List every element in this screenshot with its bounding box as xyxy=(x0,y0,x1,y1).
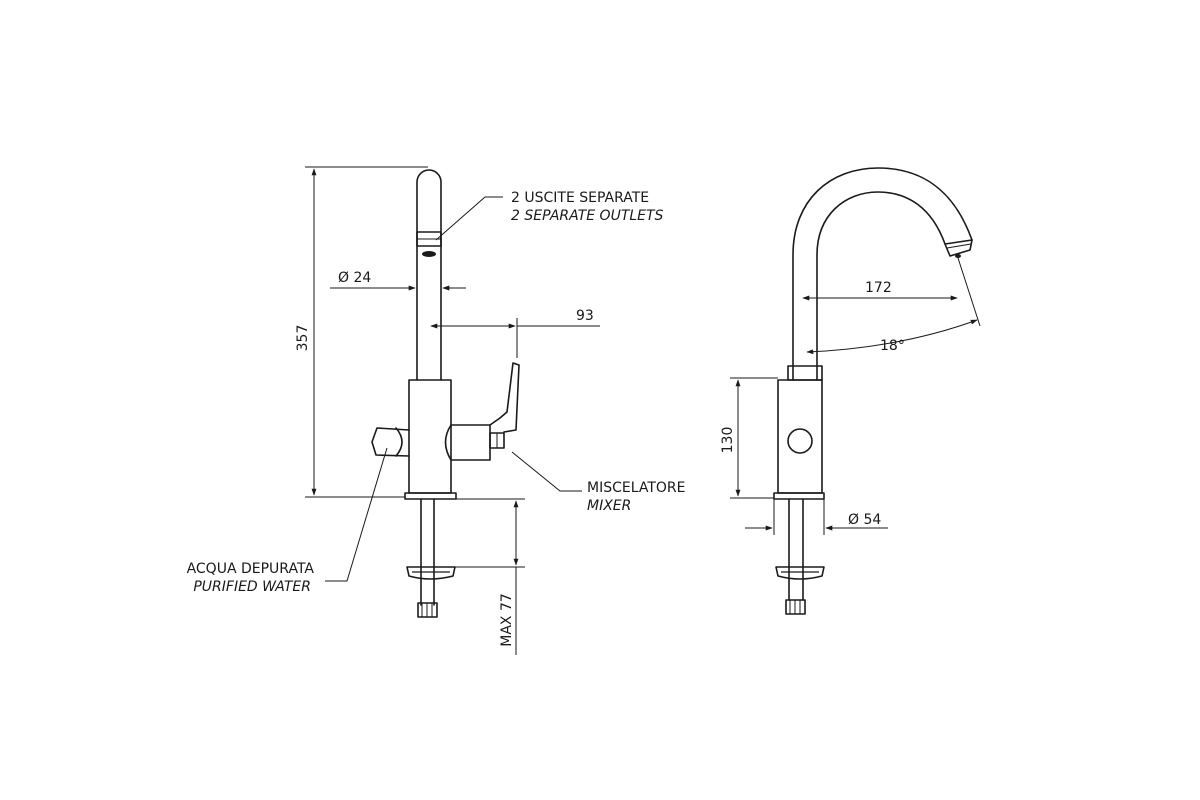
side-lever-knob xyxy=(787,428,813,454)
front-view: 2 USCITE SEPARATE 2 SEPARATE OUTLETS Ø 2… xyxy=(187,166,685,655)
leader-mixer xyxy=(511,451,582,492)
side-spout-tip xyxy=(944,239,973,257)
label-reach-172: 172 xyxy=(865,280,892,296)
mixer-lever-handle xyxy=(489,362,520,433)
front-mixer-body xyxy=(408,379,452,494)
leader-outlets xyxy=(435,196,503,241)
label-purified-en: PURIFIED WATER xyxy=(193,579,311,595)
label-height-130: 130 xyxy=(720,427,736,454)
label-height-357: 357 xyxy=(295,325,311,352)
label-diameter-24: Ø 24 xyxy=(338,270,371,286)
label-outlets-it: 2 USCITE SEPARATE xyxy=(511,190,649,206)
leader-purified-water xyxy=(325,447,388,582)
dim-arc-18deg xyxy=(806,319,978,355)
label-offset-93: 93 xyxy=(576,308,594,324)
front-fixing-nut xyxy=(406,566,456,580)
label-outlets-en: 2 SEPARATE OUTLETS xyxy=(511,208,664,224)
side-base-flange xyxy=(773,492,825,500)
front-spout-tube xyxy=(416,169,442,381)
mixer-lever-hub xyxy=(444,424,491,461)
purified-water-lever xyxy=(371,427,410,457)
front-outlet-nozzle xyxy=(422,251,436,257)
label-max-77: MAX 77 xyxy=(499,593,515,647)
label-mixer-it: MISCELATORE xyxy=(587,480,685,496)
side-mixer-body xyxy=(777,379,823,494)
label-purified-it: ACQUA DEPURATA xyxy=(187,561,315,577)
side-gooseneck-spout xyxy=(792,167,973,381)
side-view: 172 18° 130 Ø 54 xyxy=(720,167,981,615)
label-mixer-en: MIXER xyxy=(587,498,631,514)
label-diameter-54: Ø 54 xyxy=(848,512,881,528)
side-fixing-nut xyxy=(775,566,825,580)
front-base-flange xyxy=(404,492,457,500)
label-angle-18: 18° xyxy=(880,338,905,354)
